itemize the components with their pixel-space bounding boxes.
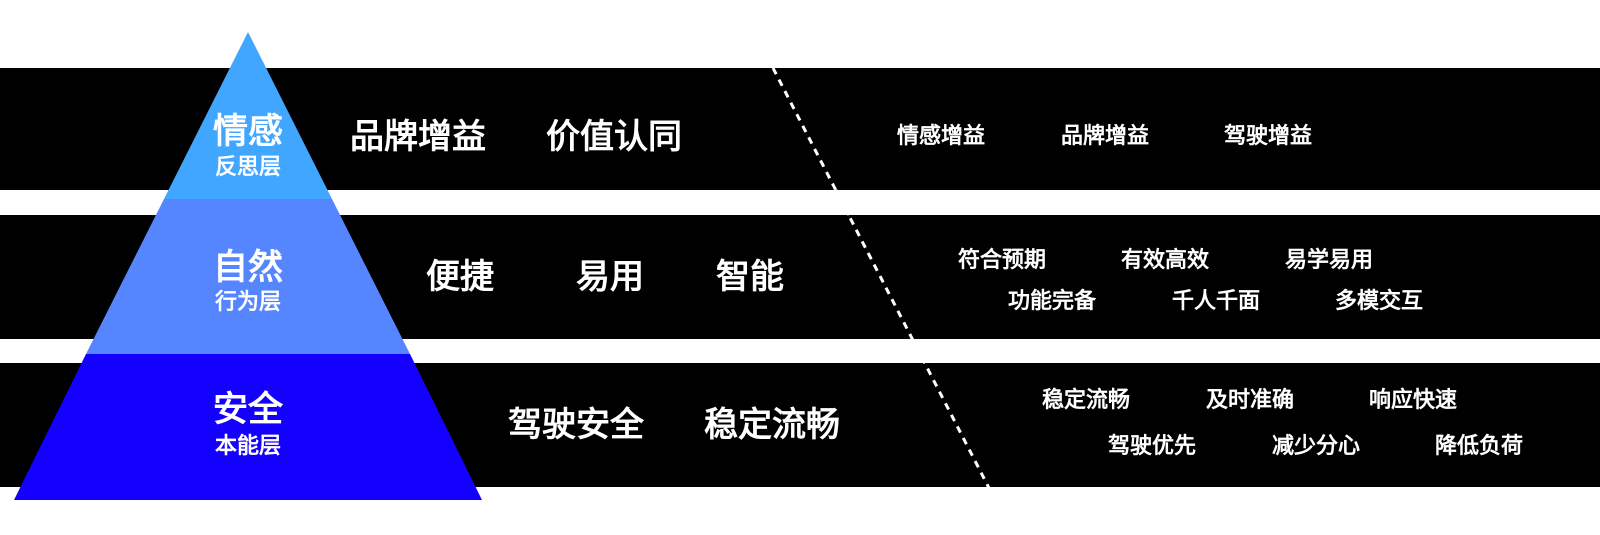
tag: 降低负荷: [1435, 434, 1524, 459]
layer-subtitle-reflective: 反思层: [214, 155, 281, 180]
layer-title-natural: 自然: [212, 248, 283, 288]
tag: 有效高效: [1121, 248, 1210, 273]
tag: 减少分心: [1272, 434, 1361, 459]
layer-title-safety: 安全: [212, 390, 283, 430]
layer-subtitle-behavioral: 行为层: [214, 290, 281, 315]
keyword: 稳定流畅: [704, 405, 840, 445]
keyword: 易用: [576, 257, 644, 297]
tag: 多模交互: [1335, 289, 1424, 314]
layer-title-emotion: 情感: [212, 112, 283, 152]
keyword: 价值认同: [546, 117, 682, 157]
layer-subtitle-visceral: 本能层: [214, 434, 281, 459]
tag: 千人千面: [1172, 289, 1261, 314]
tag: 易学易用: [1285, 248, 1374, 273]
pyramid-tier-top: [164, 32, 332, 199]
tag: 情感增益: [897, 124, 986, 149]
tag: 功能完备: [1008, 289, 1097, 314]
pyramid-tier-middle: [86, 199, 410, 354]
keyword: 便捷: [426, 257, 494, 297]
tag: 驾驶优先: [1108, 434, 1197, 459]
pyramid-tier-bottom: [14, 354, 482, 500]
tag: 稳定流畅: [1042, 388, 1131, 413]
keyword: 品牌增益: [350, 117, 486, 157]
tag: 及时准确: [1206, 388, 1295, 413]
tag: 符合预期: [958, 248, 1047, 273]
tag: 驾驶增益: [1224, 124, 1313, 149]
keyword: 驾驶安全: [508, 405, 644, 445]
tag: 响应快速: [1369, 388, 1458, 413]
keyword: 智能: [716, 257, 784, 297]
tag: 品牌增益: [1061, 124, 1150, 149]
pyramid: [14, 32, 482, 500]
